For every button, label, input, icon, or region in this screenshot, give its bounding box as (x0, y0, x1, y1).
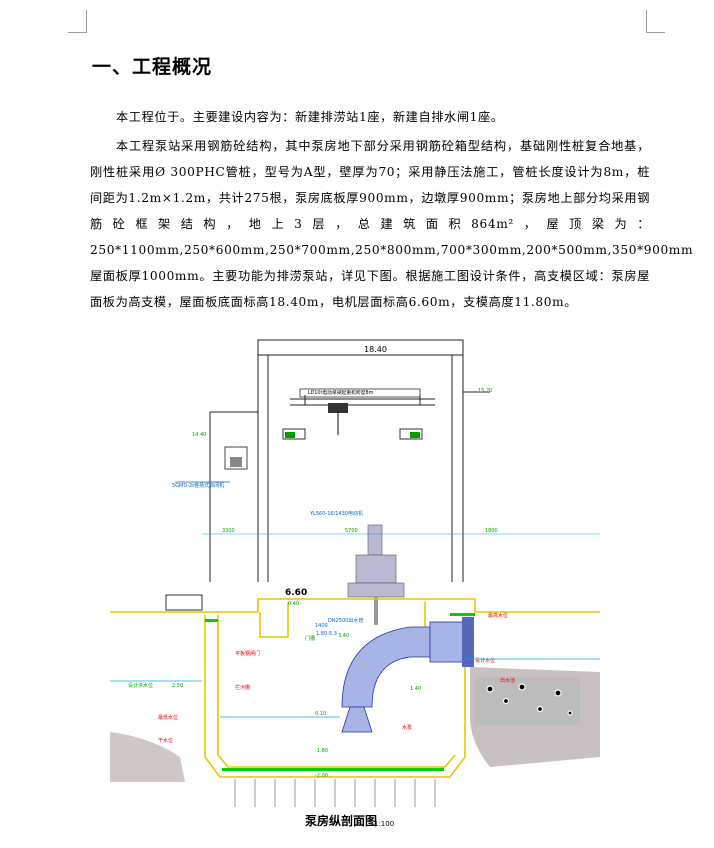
rail-bracket-left (282, 428, 306, 440)
elevation-1440: 14.40 (192, 432, 206, 438)
floor-elevation: 6.60 (285, 588, 307, 598)
handrail-left (165, 594, 203, 611)
rock-texture (486, 683, 573, 716)
paragraph-structure: 本工程泵站采用钢筋砼结构，其中泵房地下部分采用钢筋砼箱型结构，基础刚性桩复合地基… (90, 139, 694, 309)
superstructure-frame (209, 339, 490, 582)
hoist-label: 5GMD-2t卷扬式启闭机 (172, 482, 224, 489)
elevation-200: -2.00 (315, 773, 328, 779)
pipe-label: DN2500出水管 (328, 617, 363, 624)
design-water-level: 设计水位 (475, 657, 495, 664)
gate-left-label: 平板钢闸门 (235, 650, 260, 657)
elevation-140: 1.40 (410, 686, 421, 692)
rail-bracket-right (399, 428, 423, 440)
substructure-outline (110, 598, 600, 778)
roof-elevation: 18.40 (364, 345, 387, 354)
channel-label: 出水池 (500, 677, 515, 684)
page-corner-mark-right (646, 10, 665, 33)
max-water-level: 最高水位 (488, 612, 508, 619)
dim-mid: 5700 (345, 528, 358, 534)
elevation-1520: 15.20 (478, 388, 492, 394)
foundation-piles (234, 779, 436, 807)
motor (347, 524, 405, 598)
elevation-010: 0.10 (315, 711, 326, 717)
dim-right: 1800 (485, 528, 498, 534)
gate-label: 门槽 (305, 635, 315, 642)
section-heading: 一、工程概况 (92, 56, 213, 78)
dim-1400: 1400 (315, 623, 328, 629)
low-water-label: 最低水位 (158, 714, 178, 721)
crane-hook-block (328, 403, 348, 413)
trash-rack-label: 拦污栅 (235, 684, 250, 691)
crane-label: LD10t电动单梁起重机跨度8m (308, 389, 374, 396)
pump-label: 水泵 (402, 724, 412, 731)
elevation-040: 0.40 (288, 601, 299, 607)
discharge-pipe (341, 617, 474, 733)
pipe-dim: 1.80-5.3 (316, 631, 337, 637)
dry-level-label: 干水位 (158, 737, 173, 744)
motor-label: YL560-16/1430电动机 (309, 510, 363, 517)
pump-shaft (374, 597, 378, 625)
dim-left: 3300 (222, 528, 235, 534)
pump-house-section-drawing: 18.40 LD10t电动单梁起重机跨度8m 15.20 14.40 5GMD-… (110, 339, 600, 807)
rock-fill-right (475, 677, 580, 725)
elevation-180: -1.80 (315, 748, 328, 754)
drawing-scale: 1:100 (374, 820, 395, 828)
elevation-340: 3.40 (338, 633, 349, 639)
page-corner-mark-left (68, 10, 87, 33)
elevation-250: 2.50 (172, 683, 183, 689)
water-lines (110, 658, 600, 718)
reinforcement-dots (205, 613, 475, 771)
crane-beam (299, 388, 421, 398)
ground-fill-left (110, 732, 185, 782)
drawing-caption: 泵房纵剖面图 (305, 814, 378, 828)
hoist-body (224, 446, 248, 470)
paragraph-intro: 本工程位于。主要建设内容为：新建排涝站1座，新建自排水闸1座。 (116, 110, 504, 124)
flood-level-label: 设计洪水位 (128, 682, 153, 689)
